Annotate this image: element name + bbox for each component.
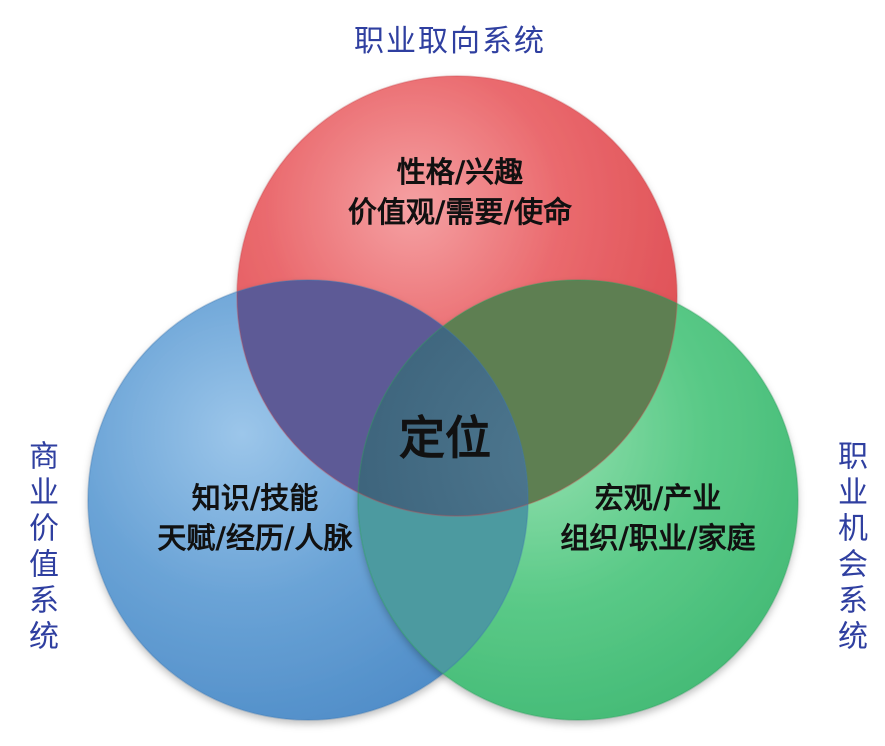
title-career-opportunity: 职业机会系统 — [832, 440, 867, 656]
left-circle-text: 知识/技能 天赋/经历/人脉 — [110, 478, 400, 558]
title-career-orientation: 职业取向系统 — [354, 24, 546, 59]
overlap-center — [358, 280, 528, 516]
right-circle-text: 宏观/产业 组织/职业/家庭 — [508, 478, 808, 558]
left-line-2: 天赋/经历/人脉 — [157, 521, 353, 555]
right-line-2: 组织/职业/家庭 — [560, 521, 756, 555]
top-circle-text: 性格/兴趣 价值观/需要/使命 — [310, 152, 610, 232]
top-line-1: 性格/兴趣 — [396, 155, 524, 189]
right-line-1: 宏观/产业 — [594, 481, 722, 515]
left-line-1: 知识/技能 — [191, 481, 319, 515]
title-business-value: 商业价值系统 — [23, 440, 58, 656]
top-line-2: 价值观/需要/使命 — [347, 195, 573, 229]
center-label: 定位 — [399, 411, 491, 465]
